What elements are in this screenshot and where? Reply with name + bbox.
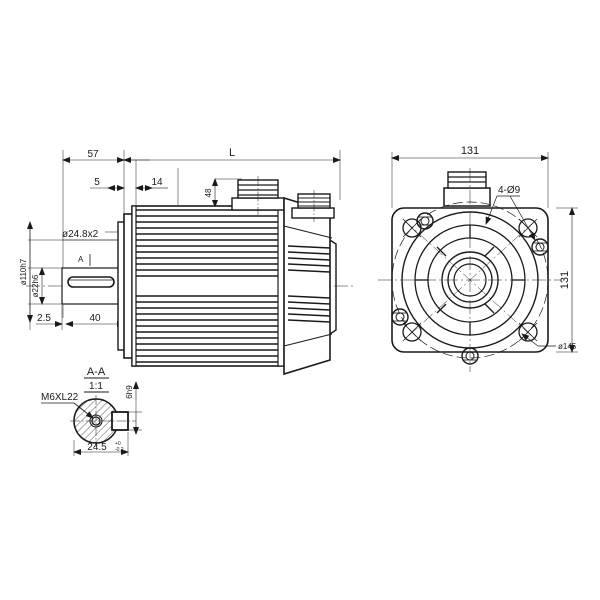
pilot-boss	[531, 238, 549, 256]
dim-dia22h6: ø22h6	[31, 267, 45, 305]
dim-2p5-label: 2.5	[37, 313, 51, 324]
dim-24p5-tol-upper: +0	[115, 441, 121, 447]
dim-5-label: 5	[94, 177, 100, 188]
note-m6xl22: M6XL22	[41, 392, 94, 419]
section-aa-title: A-A	[87, 366, 106, 378]
top-connector-main	[231, 176, 285, 215]
mounting-hole	[402, 322, 422, 342]
note-m6xl22-label: M6XL22	[41, 392, 79, 403]
section-marker-A-label: A	[78, 255, 84, 264]
pilot-boss	[391, 308, 409, 326]
dim-dia145: ø145	[521, 333, 577, 351]
dim-131-height-label: 131	[559, 271, 571, 289]
dim-131-height: 131	[559, 207, 575, 353]
dim-dia110h7: ø110h7	[19, 221, 33, 323]
dim-57-label: 57	[87, 149, 99, 160]
dim-40-label: 40	[89, 313, 101, 324]
dim-L: L	[123, 147, 341, 163]
dim-48-label: 48	[204, 188, 213, 197]
dim-5-14: 5 14	[90, 177, 168, 191]
dim-57: 57	[62, 149, 150, 163]
dim-24p5-tol-lower: -0.2	[115, 447, 124, 453]
dim-L-label: L	[229, 147, 235, 159]
front-view: 131 131	[378, 145, 578, 372]
section-marker-A: A	[78, 254, 91, 266]
front-centerlines	[378, 168, 562, 372]
section-aa-title-block: A-A 1:1	[84, 366, 109, 393]
pilot-boss	[461, 347, 479, 365]
section-aa-shaft	[70, 395, 136, 447]
shaft-keyway	[67, 276, 115, 288]
section-aa: A-A 1:1 M6XL22	[41, 366, 142, 456]
motor-shaft	[61, 267, 125, 305]
dim-6h9: 6h9	[125, 381, 142, 435]
dim-dia22h6-label: ø22h6	[31, 274, 40, 297]
motor-body	[131, 205, 285, 367]
pilot-bosses	[391, 212, 549, 365]
motor-rear-cover	[283, 196, 337, 376]
dim-4dia9-label: 4-Ø9	[498, 185, 521, 196]
dim-14-label: 14	[151, 177, 163, 188]
dim-dia110h7-label: ø110h7	[19, 258, 28, 285]
dim-131-width-label: 131	[461, 145, 479, 157]
dim-dia145-label: ø145	[558, 342, 577, 351]
section-aa-scale: 1:1	[89, 381, 103, 392]
rear-fins	[287, 245, 331, 323]
rear-connector	[291, 190, 335, 222]
side-view: 57 5 14 L 48 ø110h7 ø	[19, 147, 355, 376]
pilot-boss	[416, 212, 434, 230]
front-connector	[443, 171, 491, 207]
dim-24p5: 24.5 +0 -0.2	[73, 432, 129, 456]
dim-dia248x2-label: ø24.8x2	[62, 229, 99, 240]
dim-24p5-label: 24.5	[87, 442, 107, 453]
dim-48: 48	[204, 178, 242, 208]
dim-131-width: 131	[391, 145, 549, 161]
dim-2p5-40: 2.5 40	[36, 313, 125, 327]
cooling-fins	[134, 209, 280, 363]
dim-4dia9: 4-Ø9	[485, 185, 536, 241]
dim-6h9-label: 6h9	[125, 385, 134, 399]
